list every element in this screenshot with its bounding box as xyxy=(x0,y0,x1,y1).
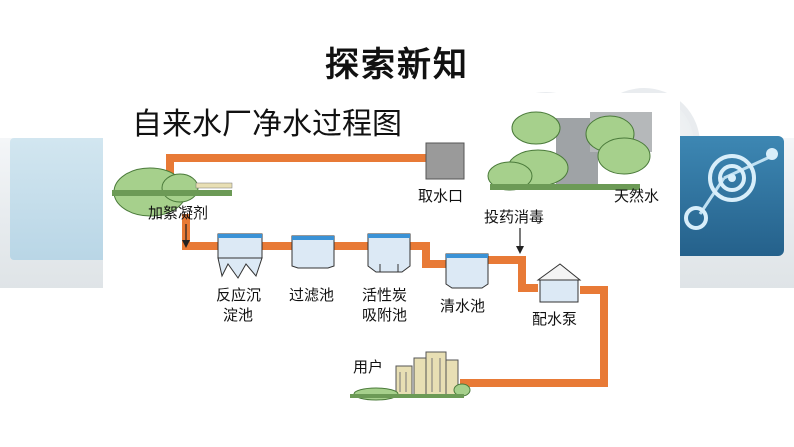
network-icon xyxy=(684,148,778,230)
label-clear-tank: 清水池 xyxy=(440,297,486,315)
coagulant-hill xyxy=(112,167,233,217)
reaction-sedimentation-tank xyxy=(217,233,263,279)
label-disinfect: 投药消毒 xyxy=(484,208,545,226)
label-user: 用户 xyxy=(353,358,384,376)
disinfect-arrow xyxy=(516,228,524,254)
natural-water-scene xyxy=(487,111,652,191)
diagram-title: 自来水厂净水过程图 xyxy=(132,107,402,142)
label-filter-tank: 过滤池 xyxy=(289,286,335,304)
filter-tank xyxy=(291,235,335,269)
user-buildings xyxy=(350,351,471,401)
label-coagulant: 加絮凝剂 xyxy=(148,204,209,222)
background-network-card xyxy=(672,136,784,256)
label-pump: 配水泵 xyxy=(532,310,578,328)
label-carbon-tank-line1: 活性炭 xyxy=(362,286,408,304)
label-reaction-tank-line1: 反应沉 xyxy=(216,286,262,304)
intake-box xyxy=(425,142,465,180)
label-natural-water: 天然水 xyxy=(614,187,660,205)
clear-water-tank xyxy=(445,253,489,289)
label-carbon-tank-line2: 吸附池 xyxy=(362,306,408,324)
coagulant-arrow xyxy=(182,224,190,248)
activated-carbon-tank xyxy=(367,233,411,273)
label-intake: 取水口 xyxy=(418,187,464,205)
water-pump xyxy=(536,263,582,303)
page-title: 探索新知 xyxy=(325,44,469,85)
label-reaction-tank-line2: 淀池 xyxy=(223,306,254,324)
